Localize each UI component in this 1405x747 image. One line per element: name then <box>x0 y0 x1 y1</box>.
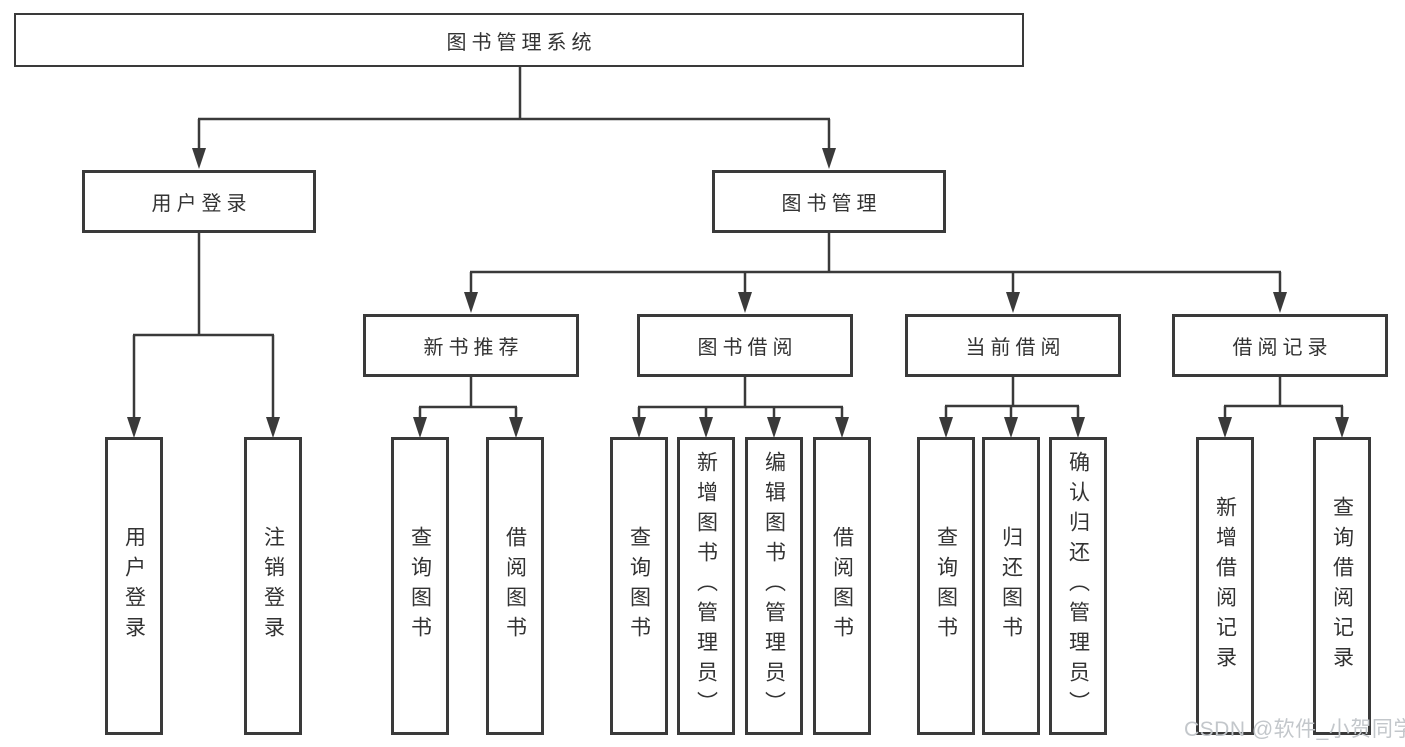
node-new-book-recommend: 新书推荐 <box>363 314 579 377</box>
node-label: 用户登录 <box>122 526 146 646</box>
leaf-borrowing-add-book-admin: 新增图书（管理员） <box>677 437 735 735</box>
arrow-down-icon <box>266 417 280 438</box>
leaf-borrowing-edit-book-admin: 编辑图书（管理员） <box>745 437 803 735</box>
leaf-records-query-record: 查询借阅记录 <box>1313 437 1371 735</box>
arrow-down-icon <box>1273 292 1287 313</box>
leaf-borrowing-query-book: 查询图书 <box>610 437 668 735</box>
leaf-borrowing-borrow-book: 借阅图书 <box>813 437 871 735</box>
node-label: 图书管理 <box>781 193 882 215</box>
leaf-current-query-book: 查询图书 <box>917 437 975 735</box>
node-label: 当前借阅 <box>965 337 1066 359</box>
arrow-down-icon <box>738 292 752 313</box>
arrow-down-icon <box>509 417 523 438</box>
leaf-recommend-query-book: 查询图书 <box>391 437 449 735</box>
node-borrowing-records: 借阅记录 <box>1172 314 1388 377</box>
node-label: 借阅图书 <box>503 526 527 646</box>
arrow-down-icon <box>192 148 206 169</box>
arrow-down-icon <box>1335 417 1349 438</box>
node-label: 确认归还（管理员） <box>1066 451 1090 721</box>
node-book-management: 图书管理 <box>712 170 946 233</box>
node-label: 归还图书 <box>999 526 1023 646</box>
arrow-down-icon <box>632 417 646 438</box>
arrow-down-icon <box>835 417 849 438</box>
arrow-down-icon <box>1004 417 1018 438</box>
node-label: 编辑图书（管理员） <box>762 451 786 721</box>
node-label: 注销登录 <box>261 526 285 646</box>
arrow-down-icon <box>1071 417 1085 438</box>
node-label: 借阅记录 <box>1232 337 1333 359</box>
node-label: 查询图书 <box>627 526 651 646</box>
arrow-down-icon <box>699 417 713 438</box>
node-user-login: 用户登录 <box>82 170 316 233</box>
leaf-logout-login: 注销登录 <box>244 437 302 735</box>
node-label: 查询图书 <box>934 526 958 646</box>
arrow-down-icon <box>767 417 781 438</box>
node-library-management-system: 图书管理系统 <box>14 13 1024 67</box>
node-label: 图书管理系统 <box>446 31 597 54</box>
node-label: 查询图书 <box>408 526 432 646</box>
arrow-down-icon <box>822 148 836 169</box>
node-label: 借阅图书 <box>830 526 854 646</box>
node-label: 用户登录 <box>151 193 252 215</box>
node-label: 新增图书（管理员） <box>694 451 718 721</box>
csdn-watermark: CSDN @软件_小贺同学 <box>1184 718 1405 741</box>
arrow-down-icon <box>464 292 478 313</box>
node-label: 新书推荐 <box>423 337 524 359</box>
arrow-down-icon <box>127 417 141 438</box>
leaf-records-add-record: 新增借阅记录 <box>1196 437 1254 735</box>
node-label: 图书借阅 <box>697 337 798 359</box>
leaf-current-return-book: 归还图书 <box>982 437 1040 735</box>
arrow-down-icon <box>1218 417 1232 438</box>
leaf-current-confirm-return-admin: 确认归还（管理员） <box>1049 437 1107 735</box>
arrow-down-icon <box>1006 292 1020 313</box>
node-label: 新增借阅记录 <box>1213 496 1237 676</box>
leaf-recommend-borrow-book: 借阅图书 <box>486 437 544 735</box>
node-label: 查询借阅记录 <box>1330 496 1354 676</box>
arrow-down-icon <box>939 417 953 438</box>
leaf-user-login: 用户登录 <box>105 437 163 735</box>
node-book-borrowing: 图书借阅 <box>637 314 853 377</box>
node-current-borrowing: 当前借阅 <box>905 314 1121 377</box>
arrow-down-icon <box>413 417 427 438</box>
